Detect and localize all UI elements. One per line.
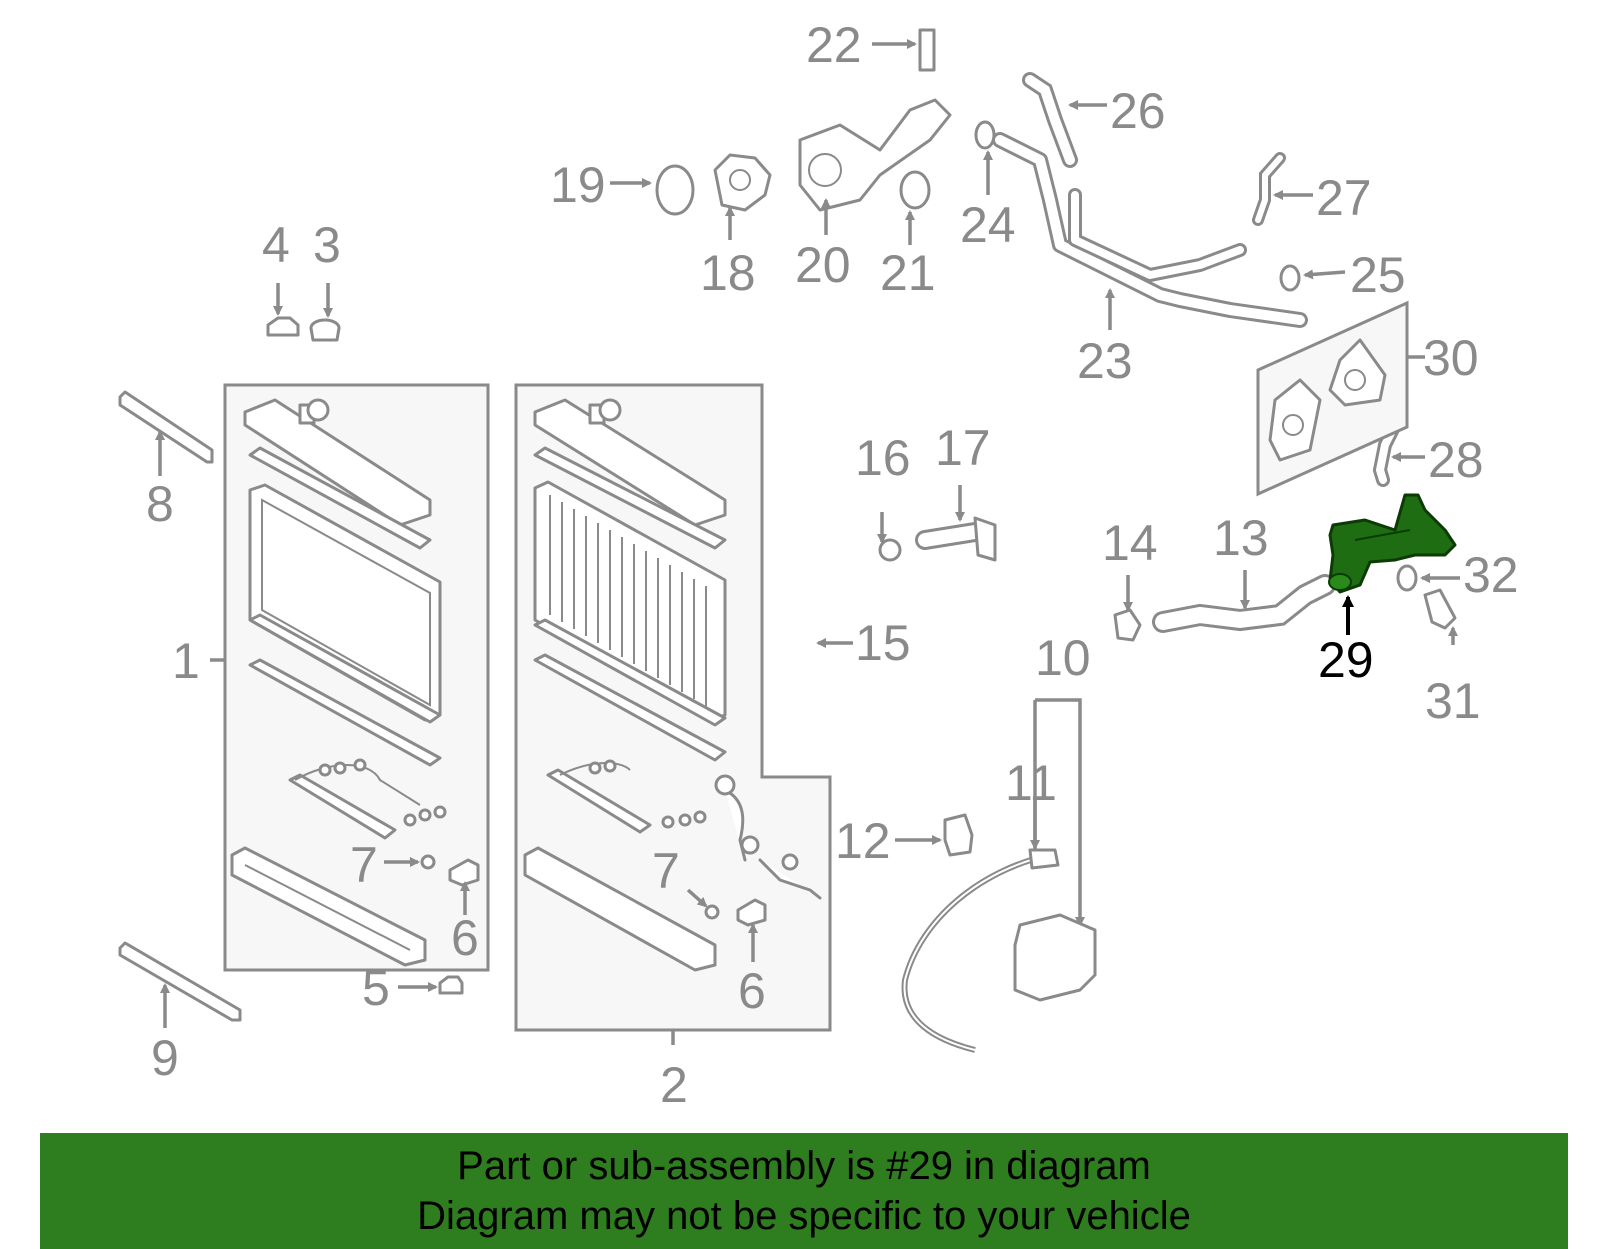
callout-31: 31 bbox=[1425, 673, 1481, 729]
gasket-kit-30 bbox=[1256, 300, 1409, 497]
callout-7b: 7 bbox=[652, 843, 680, 899]
gasket-32 bbox=[1396, 564, 1418, 592]
info-banner: Part or sub-assembly is #29 in diagram D… bbox=[40, 1133, 1568, 1249]
callout-2: 2 bbox=[660, 1057, 688, 1113]
callout-6b: 6 bbox=[738, 963, 766, 1019]
callout-22: 22 bbox=[806, 17, 862, 73]
callout-23: 23 bbox=[1077, 333, 1133, 389]
callout-9: 9 bbox=[151, 1030, 179, 1086]
callout-7a: 7 bbox=[350, 837, 378, 893]
reservoir-group bbox=[901, 698, 1097, 1053]
callout-6a: 6 bbox=[451, 910, 479, 966]
cap-parts bbox=[266, 316, 464, 995]
hoses-15-17 bbox=[790, 516, 997, 777]
callout-12: 12 bbox=[835, 813, 891, 869]
callout-8: 8 bbox=[146, 476, 174, 532]
callout-15: 15 bbox=[855, 615, 911, 671]
callout-20: 20 bbox=[795, 237, 851, 293]
banner-line-1: Part or sub-assembly is #29 in diagram bbox=[457, 1144, 1151, 1188]
radiator-assembly-1 bbox=[223, 383, 490, 972]
leader-lines bbox=[155, 39, 1460, 1045]
water-outlet-29[interactable] bbox=[1328, 493, 1457, 594]
callout-28: 28 bbox=[1428, 432, 1484, 488]
callout-18: 18 bbox=[700, 245, 756, 301]
callout-13: 13 bbox=[1213, 510, 1269, 566]
callout-3: 3 bbox=[313, 217, 341, 273]
callout-19: 19 bbox=[550, 157, 606, 213]
callout-11: 11 bbox=[1005, 755, 1057, 811]
hose-13 bbox=[1113, 574, 1336, 642]
callout-25: 25 bbox=[1350, 247, 1406, 303]
callout-14: 14 bbox=[1102, 515, 1158, 571]
callout-17: 17 bbox=[935, 420, 991, 476]
callout-24: 24 bbox=[960, 197, 1016, 253]
callout-16: 16 bbox=[855, 430, 911, 486]
thermostat-group bbox=[655, 28, 996, 216]
callout-29: 29 bbox=[1318, 632, 1374, 688]
radiator-assembly-2 bbox=[514, 383, 832, 1032]
callout-labels: 1 2 3 4 5 6 6 7 7 8 9 10 11 12 13 14 15 … bbox=[146, 17, 1519, 1113]
callout-5: 5 bbox=[362, 960, 390, 1016]
callout-27: 27 bbox=[1316, 170, 1372, 226]
callout-21: 21 bbox=[880, 245, 936, 301]
banner-line-2: Diagram may not be specific to your vehi… bbox=[417, 1194, 1191, 1238]
callout-10: 10 bbox=[1035, 630, 1091, 686]
callout-1: 1 bbox=[172, 633, 200, 689]
brackets bbox=[118, 390, 242, 1022]
sensor-31 bbox=[1423, 588, 1457, 630]
callout-32: 32 bbox=[1463, 547, 1519, 603]
callout-26: 26 bbox=[1110, 83, 1166, 139]
callout-4: 4 bbox=[262, 217, 290, 273]
callout-30: 30 bbox=[1423, 330, 1479, 386]
